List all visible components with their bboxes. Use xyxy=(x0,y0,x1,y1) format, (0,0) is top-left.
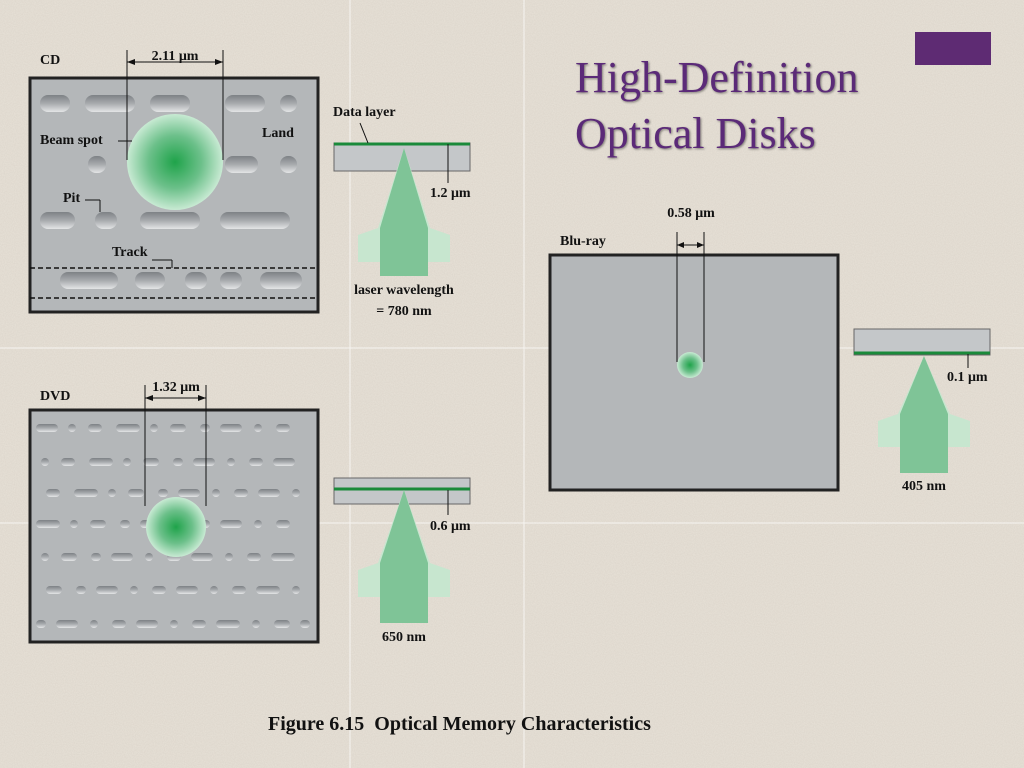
dvd-pit xyxy=(256,586,280,594)
dvd-pit xyxy=(145,553,153,561)
dvd-pit xyxy=(292,586,300,594)
dvd-pit xyxy=(74,489,98,497)
dvd-pit xyxy=(300,620,310,628)
dvd-pit xyxy=(220,520,242,528)
dvd-pit xyxy=(173,458,183,466)
bluray-label: Blu-ray xyxy=(560,234,606,249)
dvd-pit xyxy=(36,520,60,528)
dvd-pit xyxy=(136,620,158,628)
dvd-pit xyxy=(249,458,263,466)
dvd-pit xyxy=(254,520,262,528)
dvd-pit xyxy=(191,553,213,561)
dvd-pit xyxy=(170,620,178,628)
dvd-pit xyxy=(271,553,295,561)
dvd-pit xyxy=(96,586,118,594)
dvd-pit xyxy=(227,458,235,466)
dvd-pit xyxy=(89,458,113,466)
dvd-pit xyxy=(88,424,102,432)
cd-dimension: 2.11 μm xyxy=(151,49,199,64)
accent-bar xyxy=(915,32,991,65)
dvd-pit xyxy=(90,620,98,628)
dvd-pit xyxy=(111,553,133,561)
bluray-disk-surface xyxy=(548,232,840,492)
dvd-pit xyxy=(276,424,290,432)
dvd-pit xyxy=(247,553,261,561)
dvd-pit xyxy=(61,458,75,466)
dvd-pit xyxy=(130,586,138,594)
data-layer-label: Data layer xyxy=(333,105,396,120)
dvd-pit xyxy=(61,553,77,561)
cd-depth: 1.2 μm xyxy=(430,186,471,201)
dvd-pit xyxy=(116,424,140,432)
dvd-pit xyxy=(46,586,62,594)
beam-spot-label: Beam spot xyxy=(40,133,103,148)
dvd-pit xyxy=(258,489,280,497)
dvd-pit xyxy=(41,553,49,561)
dvd-pit xyxy=(112,620,126,628)
dvd-pit xyxy=(178,489,200,497)
dvd-pit xyxy=(220,424,242,432)
dvd-disk-surface xyxy=(28,385,320,644)
dvd-pit xyxy=(68,424,76,432)
dvd-pit xyxy=(232,586,246,594)
dvd-label: DVD xyxy=(40,389,71,404)
cd-wavelength-line1: laser wavelength xyxy=(354,283,454,298)
title-line-2: Optical Disks xyxy=(575,109,816,158)
dvd-pit xyxy=(234,489,248,497)
dvd-pit xyxy=(212,489,220,497)
pit-label: Pit xyxy=(63,191,81,206)
dvd-pit xyxy=(292,489,300,497)
cd-side-view xyxy=(333,122,471,276)
dvd-pit xyxy=(36,424,58,432)
dvd-pit xyxy=(276,520,290,528)
dvd-pit xyxy=(225,553,233,561)
dvd-pit xyxy=(192,620,206,628)
dvd-pit xyxy=(176,586,198,594)
track-label: Track xyxy=(112,245,148,260)
dvd-pit xyxy=(252,620,260,628)
dvd-pit xyxy=(36,620,46,628)
dvd-pit xyxy=(143,458,159,466)
dvd-pit xyxy=(46,489,60,497)
slide-title: High-Definition Optical Disks xyxy=(575,50,859,162)
dvd-pit xyxy=(41,458,49,466)
dvd-side-view xyxy=(333,477,471,623)
dvd-pit xyxy=(273,458,295,466)
dvd-pit xyxy=(150,424,158,432)
dvd-pit xyxy=(210,586,218,594)
dvd-pit xyxy=(123,458,131,466)
bluray-side-view xyxy=(853,328,991,473)
dvd-pit xyxy=(216,620,240,628)
dvd-pit xyxy=(76,586,86,594)
dvd-pit xyxy=(254,424,262,432)
dvd-pit xyxy=(193,458,215,466)
dvd-depth: 0.6 μm xyxy=(430,519,471,534)
figure-caption: Figure 6.15 Optical Memory Characteristi… xyxy=(268,713,651,735)
title-line-1: High-Definition xyxy=(575,53,859,102)
dvd-pit xyxy=(91,553,101,561)
dvd-pit xyxy=(90,520,106,528)
cd-label: CD xyxy=(40,53,61,68)
dvd-pit xyxy=(274,620,290,628)
land-label: Land xyxy=(262,126,294,141)
cd-disk-surface xyxy=(28,50,320,314)
cd-wavelength-line2: = 780 nm xyxy=(376,304,432,319)
dvd-pit xyxy=(56,620,78,628)
bluray-depth: 0.1 μm xyxy=(947,370,988,385)
dvd-dimension: 1.32 μm xyxy=(152,380,200,395)
dvd-pit xyxy=(200,424,210,432)
dvd-pit xyxy=(152,586,166,594)
bluray-wavelength: 405 nm xyxy=(902,479,946,494)
dvd-pit xyxy=(128,489,144,497)
bluray-dimension: 0.58 μm xyxy=(667,206,715,221)
dvd-pit xyxy=(120,520,130,528)
dvd-wavelength: 650 nm xyxy=(382,630,426,645)
dvd-pit xyxy=(108,489,116,497)
dvd-pit xyxy=(158,489,168,497)
dvd-pit xyxy=(70,520,78,528)
dvd-pit xyxy=(170,424,186,432)
